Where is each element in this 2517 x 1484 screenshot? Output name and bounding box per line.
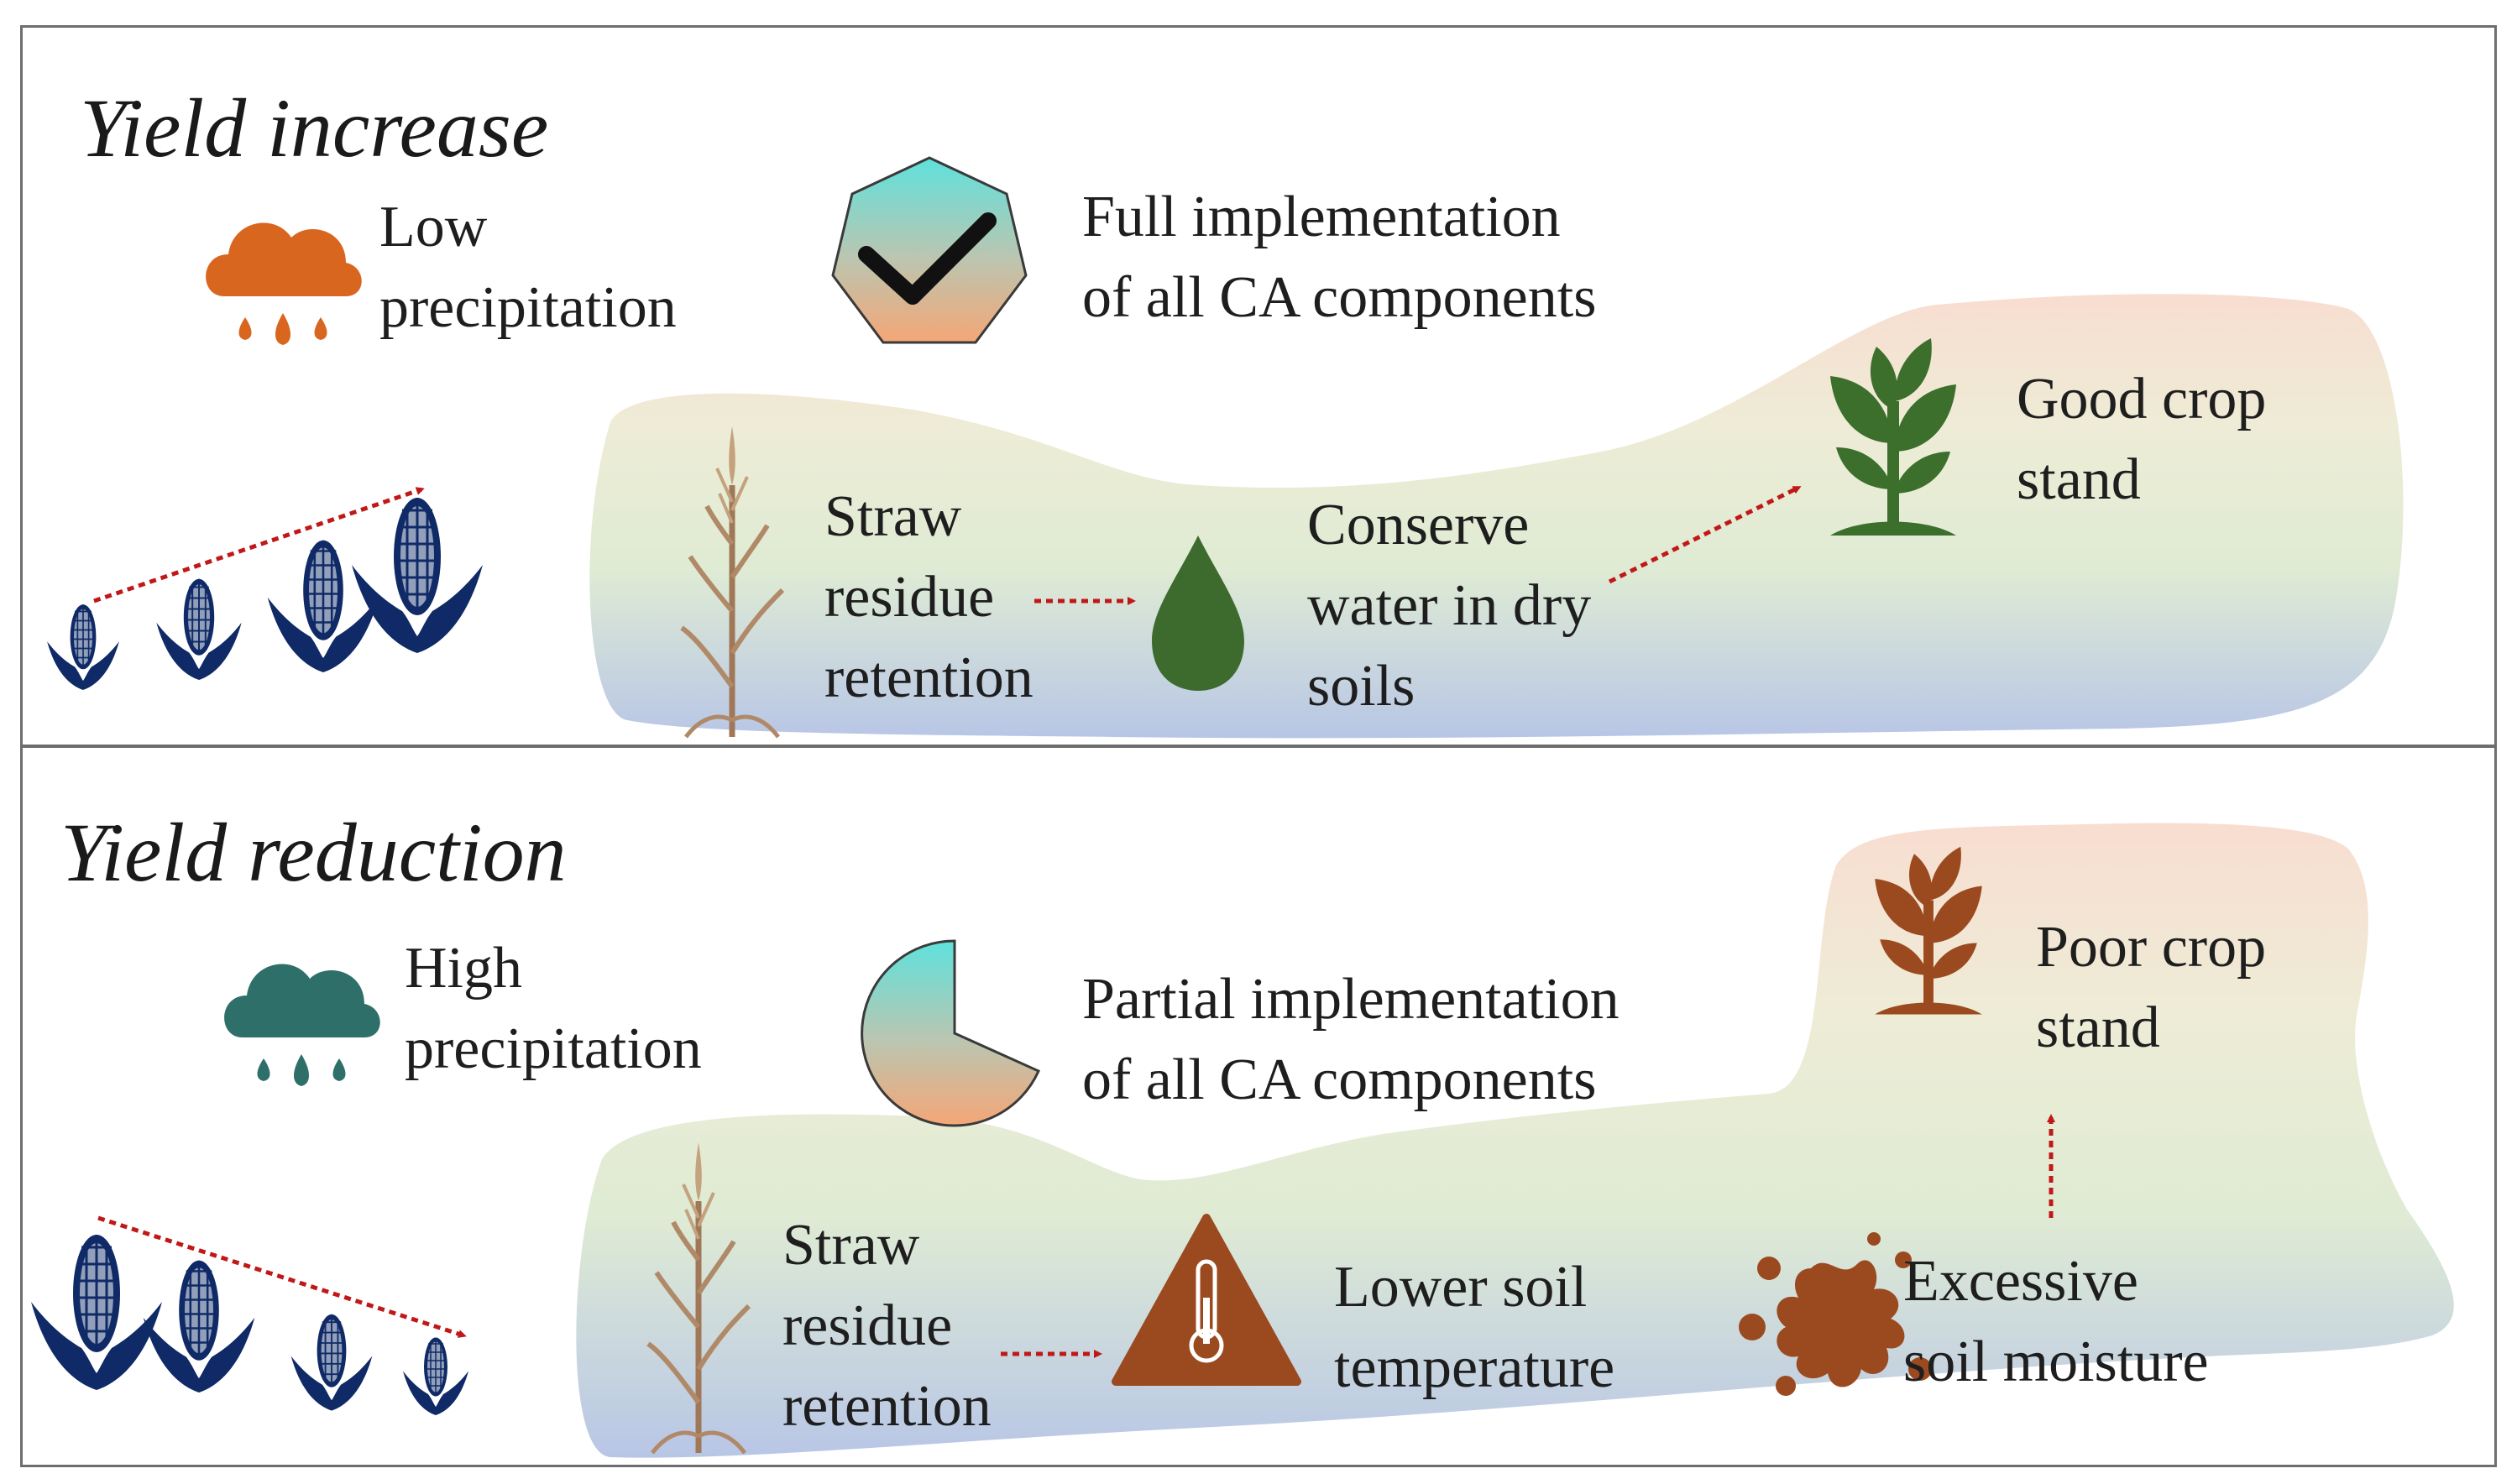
straw-icon [682,426,782,737]
corn-icon [155,577,243,681]
outcome-label: Poor crop stand [2036,915,2267,1060]
decrease-arrow [97,1215,467,1338]
yield-reduction-panel: Yield reduction High precipitation Parti… [20,745,2497,1467]
plant-icon [1830,338,1956,536]
corn-icon [290,1313,374,1412]
corn-icon [29,1233,164,1392]
corn-icon [142,1259,256,1394]
corn-icon [402,1336,469,1416]
corn-yield-group [46,28,2499,750]
corn-icon [350,496,484,655]
panel-title: Yield reduction [60,806,567,899]
moisture-label: Excessive soil moisture [1903,1249,2209,1394]
precipitation-label: Low precipitation [379,195,677,340]
arrow [1608,485,1802,584]
plant-icon [1875,847,1982,1015]
splash-icon [1739,1232,1932,1396]
corn-icon [266,539,380,674]
heptagon-check-icon [831,156,1028,344]
straw-label: Straw residue retention [824,484,1033,710]
corn-icon [46,604,120,691]
cloud-rain-icon [224,964,380,1086]
implementation-label: Full implementation of all CA components [1082,185,1597,330]
cloud-rain-icon [206,222,362,345]
pie-partial-icon [861,939,1040,1127]
increase-arrow [93,487,425,604]
panel-title: Yield increase [80,81,549,175]
thermometer-warning-icon [1112,1214,1301,1386]
water-drop-icon [1152,536,1244,691]
corn-yield-group [29,748,2055,1470]
outcome-label: Good crop stand [2017,367,2267,512]
precipitation-label: High precipitation [405,936,702,1081]
yield-increase-panel: Yield increase Low precipitation Full im… [20,25,2497,747]
soil-background-shape [576,823,2454,1458]
effect-label: Lower soil temperature [1334,1255,1615,1400]
straw-label: Straw residue retention [782,1213,992,1439]
effect-label: Conserve water in dry soils [1307,493,1592,718]
implementation-label: Partial implementation of all CA compone… [1082,967,1620,1112]
straw-icon [648,1142,749,1453]
